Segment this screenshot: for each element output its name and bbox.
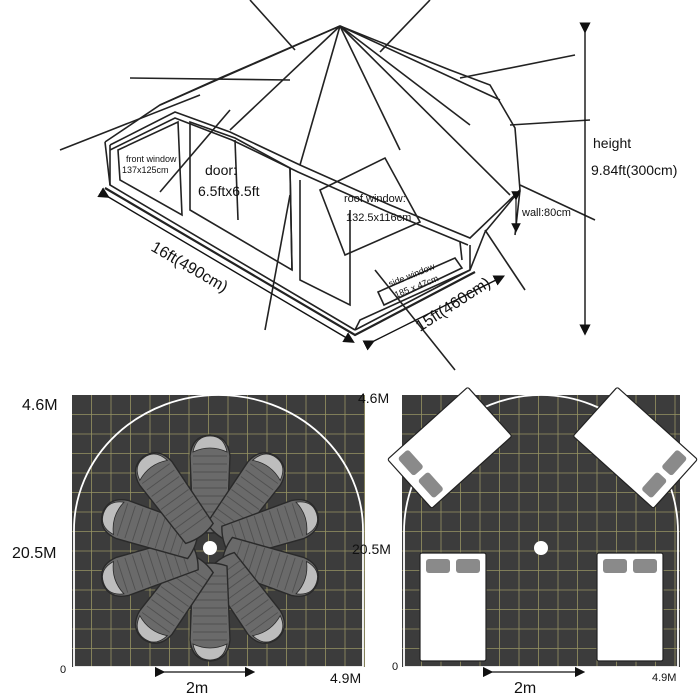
bed [419,552,487,662]
roof-window-size: 132.5x116cm [346,212,411,224]
pillow [603,559,627,573]
wall-label: wall:80cm [521,207,571,219]
right-top-label: 4.6M [358,390,389,406]
left-origin-label: 0 [60,664,66,676]
right-right-label: 4.9M [652,672,676,684]
height-label: height [593,135,631,151]
roof-window-label: roof window: [344,193,406,205]
pillow [426,559,450,573]
left-side-label: 20.5M [12,545,56,562]
floorplan-right [387,387,698,668]
sleeping-bag [100,499,199,560]
right-origin-label: 0 [392,661,398,673]
left-scale-label: 2m [186,680,208,697]
length-arrow [97,187,355,343]
pillow [418,472,443,498]
door-label: door: [205,162,237,178]
front-window-size: 137x125cm [122,165,169,175]
left-top-label: 4.6M [22,397,58,414]
door-size: 6.5ftx6.5ft [198,183,260,199]
height-value: 9.84ft(300cm) [591,162,677,178]
pillow [662,450,687,476]
front-window-label: front window [126,154,177,164]
bed [573,387,698,509]
tent-illustration [59,0,596,371]
bed [387,387,512,509]
length-label: 16ft(490cm) [148,239,230,296]
center-pole [203,541,217,555]
sleeping-bag [134,452,215,545]
center-pole [534,541,548,555]
pillow [456,559,480,573]
width-arrow [362,275,506,351]
pillow [633,559,657,573]
pillow [398,450,423,476]
right-scale-label: 2m [514,680,536,697]
left-right-label: 4.9M [330,670,361,686]
floorplan-left [72,394,365,668]
pillow [642,472,667,498]
bed [596,552,664,662]
right-side-label: 20.5M [352,541,391,557]
